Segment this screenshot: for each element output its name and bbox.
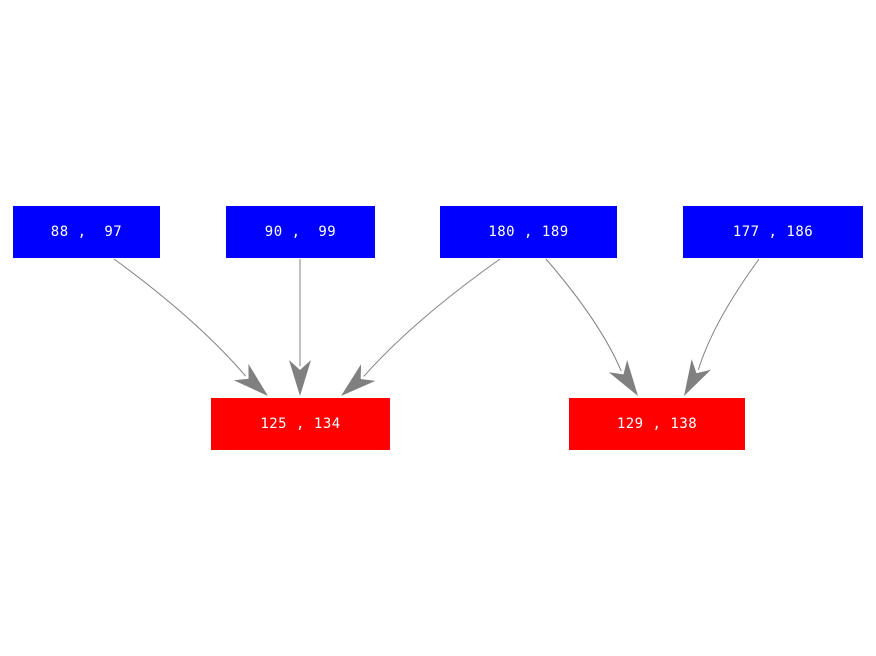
graph-node-target-1[interactable]: 129 , 138 [569,398,745,450]
graph-node-label: 129 , 138 [616,416,698,432]
graph-node-label: 125 , 134 [260,416,341,432]
graph-edge-arrowhead [608,359,638,396]
graph-node-label: 88 , 97 [50,224,123,240]
graph-edge-arrowhead [684,359,711,396]
graph-node-label: 177 , 186 [732,224,814,240]
graph-edge-line [363,258,501,377]
graph-node-label: 180 , 189 [488,224,569,240]
graph-node-source-1[interactable]: 90 , 99 [226,206,375,258]
graph-edge-arrowhead [341,364,376,396]
graph-edge-arrowhead [233,363,268,396]
graph-node-source-3[interactable]: 177 , 186 [683,206,863,258]
graph-node-label: 90 , 99 [264,224,337,240]
graph-edge-arrowhead [289,360,311,396]
graph-edge-line [113,258,246,377]
graph-edge-line [697,258,760,370]
graph-node-source-0[interactable]: 88 , 97 [13,206,160,258]
graph-node-source-2[interactable]: 180 , 189 [440,206,617,258]
graph-node-target-0[interactable]: 125 , 134 [211,398,390,450]
graph-edge-line [545,258,622,372]
